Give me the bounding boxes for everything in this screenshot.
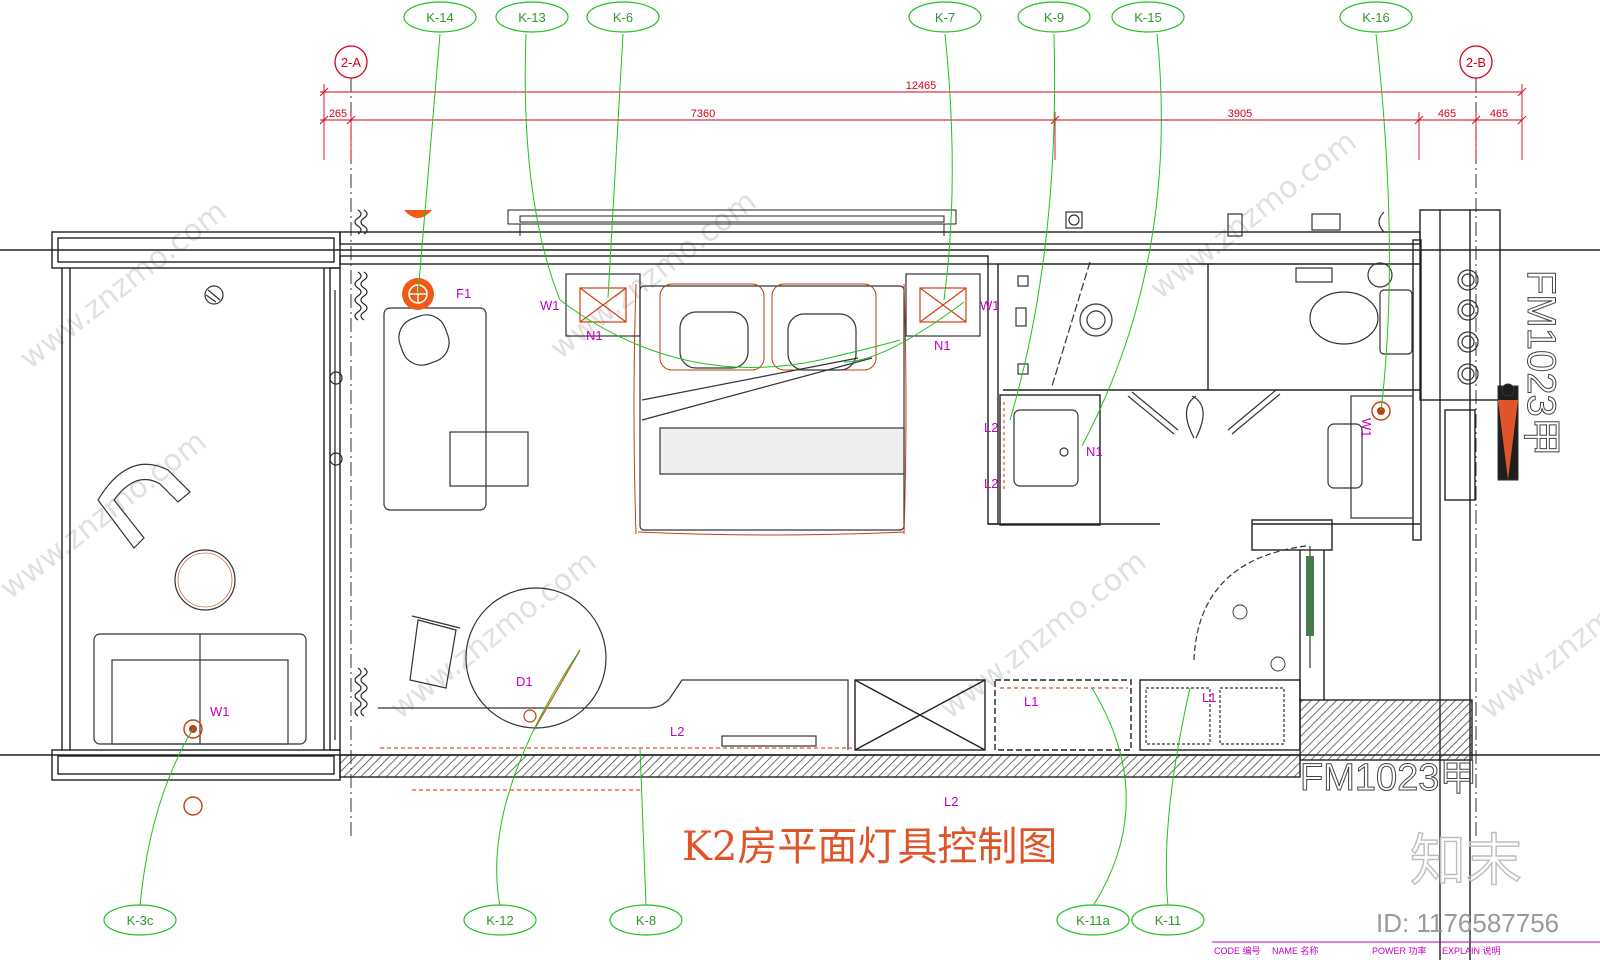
curtain-left bbox=[329, 209, 368, 740]
door-right-symbol bbox=[1497, 383, 1519, 481]
drawing-title: K2房平面灯具控制图 bbox=[682, 824, 1057, 870]
watermark-id: ID: 1176587756 bbox=[1376, 908, 1559, 938]
light-fixtures bbox=[183, 210, 1391, 816]
label-n1-left: N1 bbox=[586, 328, 603, 343]
control-tags bbox=[139, 33, 1390, 907]
watermark-logo: 知末 bbox=[1410, 829, 1522, 894]
label-n1-bath: N1 bbox=[1086, 444, 1103, 459]
label-l1-a: L1 bbox=[1024, 694, 1038, 709]
watermark-site-5: www.znzmo.com bbox=[1143, 124, 1363, 306]
tag-k13: K-13 bbox=[495, 1, 569, 33]
svg-text:K-7: K-7 bbox=[935, 10, 955, 25]
legend-footer: CODE 编号 NAME 名称 POWER 功率 EXPLAIN 说明 bbox=[1212, 941, 1600, 956]
svg-text:K-3c: K-3c bbox=[127, 913, 154, 928]
svg-text:K-11a: K-11a bbox=[1076, 913, 1110, 928]
label-l2-b: L2 bbox=[984, 476, 998, 491]
tag-k6: K-6 bbox=[586, 1, 660, 33]
tag-k12: K-12 bbox=[463, 904, 537, 936]
tag-k9: K-9 bbox=[1017, 1, 1091, 33]
tag-k8: K-8 bbox=[609, 904, 683, 936]
footer-explain: EXPLAIN 说明 bbox=[1442, 945, 1501, 956]
dimension-chain bbox=[319, 84, 1527, 160]
watermark-site-6: www.znzmo.com bbox=[933, 544, 1153, 726]
svg-text:K-12: K-12 bbox=[486, 913, 513, 928]
dim-seg-3: 3905 bbox=[1228, 108, 1252, 120]
watermark-site-2: www.znzmo.com bbox=[0, 424, 213, 606]
label-w1-balcony: W1 bbox=[210, 704, 230, 719]
svg-text:K-8: K-8 bbox=[636, 913, 656, 928]
top-window-frame bbox=[507, 209, 957, 236]
fixture-labels: F1 W1 N1 N1 W1 L2 L2 N1 W1 W1 D1 L2 L1 L… bbox=[210, 286, 1374, 809]
dim-seg-2: 7360 bbox=[691, 108, 715, 120]
label-d1: D1 bbox=[516, 674, 533, 689]
label-l2-desk: L2 bbox=[670, 724, 684, 739]
svg-text:K-13: K-13 bbox=[518, 10, 545, 25]
footer-code: CODE 编号 bbox=[1214, 945, 1261, 956]
dim-seg-5: 465 bbox=[1490, 108, 1508, 120]
dim-seg-1: 265 bbox=[329, 108, 347, 120]
footer-name: NAME 名称 bbox=[1272, 945, 1319, 956]
watermark-site-3: www.znzmo.com bbox=[543, 184, 763, 366]
svg-text:K-11: K-11 bbox=[1155, 913, 1182, 928]
label-l2-a: L2 bbox=[984, 420, 998, 435]
label-n1-right: N1 bbox=[934, 338, 951, 353]
tag-k3c: K-3c bbox=[103, 904, 177, 936]
label-f1: F1 bbox=[456, 286, 471, 301]
furniture bbox=[93, 211, 1479, 750]
door-label-bottom: FM1023甲 bbox=[1300, 757, 1477, 799]
tag-k7: K-7 bbox=[908, 1, 982, 33]
grid-axes: 2-A 2-B bbox=[334, 45, 1493, 840]
svg-text:K-16: K-16 bbox=[1362, 10, 1389, 25]
tag-k15: K-15 bbox=[1111, 1, 1185, 33]
label-w1-bath: W1 bbox=[1359, 418, 1374, 438]
svg-text:K-15: K-15 bbox=[1134, 10, 1161, 25]
tag-k14: K-14 bbox=[403, 1, 477, 33]
tag-k11: K-11 bbox=[1131, 904, 1205, 936]
walls bbox=[0, 209, 1600, 960]
label-w1-left: W1 bbox=[540, 298, 560, 313]
svg-text:K-9: K-9 bbox=[1044, 10, 1064, 25]
watermark-site-7: www.znzmo.com bbox=[1473, 544, 1600, 726]
door-label-right: FM1023甲 bbox=[1519, 270, 1563, 457]
dim-seg-4: 465 bbox=[1438, 108, 1456, 120]
footer-power: POWER 功率 bbox=[1372, 945, 1427, 956]
label-l1-b: L1 bbox=[1202, 690, 1216, 705]
watermark-site-1: www.znzmo.com bbox=[13, 194, 233, 376]
label-w1-right: W1 bbox=[980, 298, 1000, 313]
svg-text:K-6: K-6 bbox=[613, 10, 633, 25]
grid-axis-2a: 2-A bbox=[341, 55, 362, 70]
dim-total: 12465 bbox=[906, 80, 937, 92]
grid-axis-2b: 2-B bbox=[1466, 55, 1486, 70]
tag-k16: K-16 bbox=[1339, 1, 1413, 33]
tag-k11a: K-11a bbox=[1056, 904, 1130, 936]
label-l2-bottom: L2 bbox=[944, 794, 958, 809]
svg-text:K-14: K-14 bbox=[426, 10, 453, 25]
